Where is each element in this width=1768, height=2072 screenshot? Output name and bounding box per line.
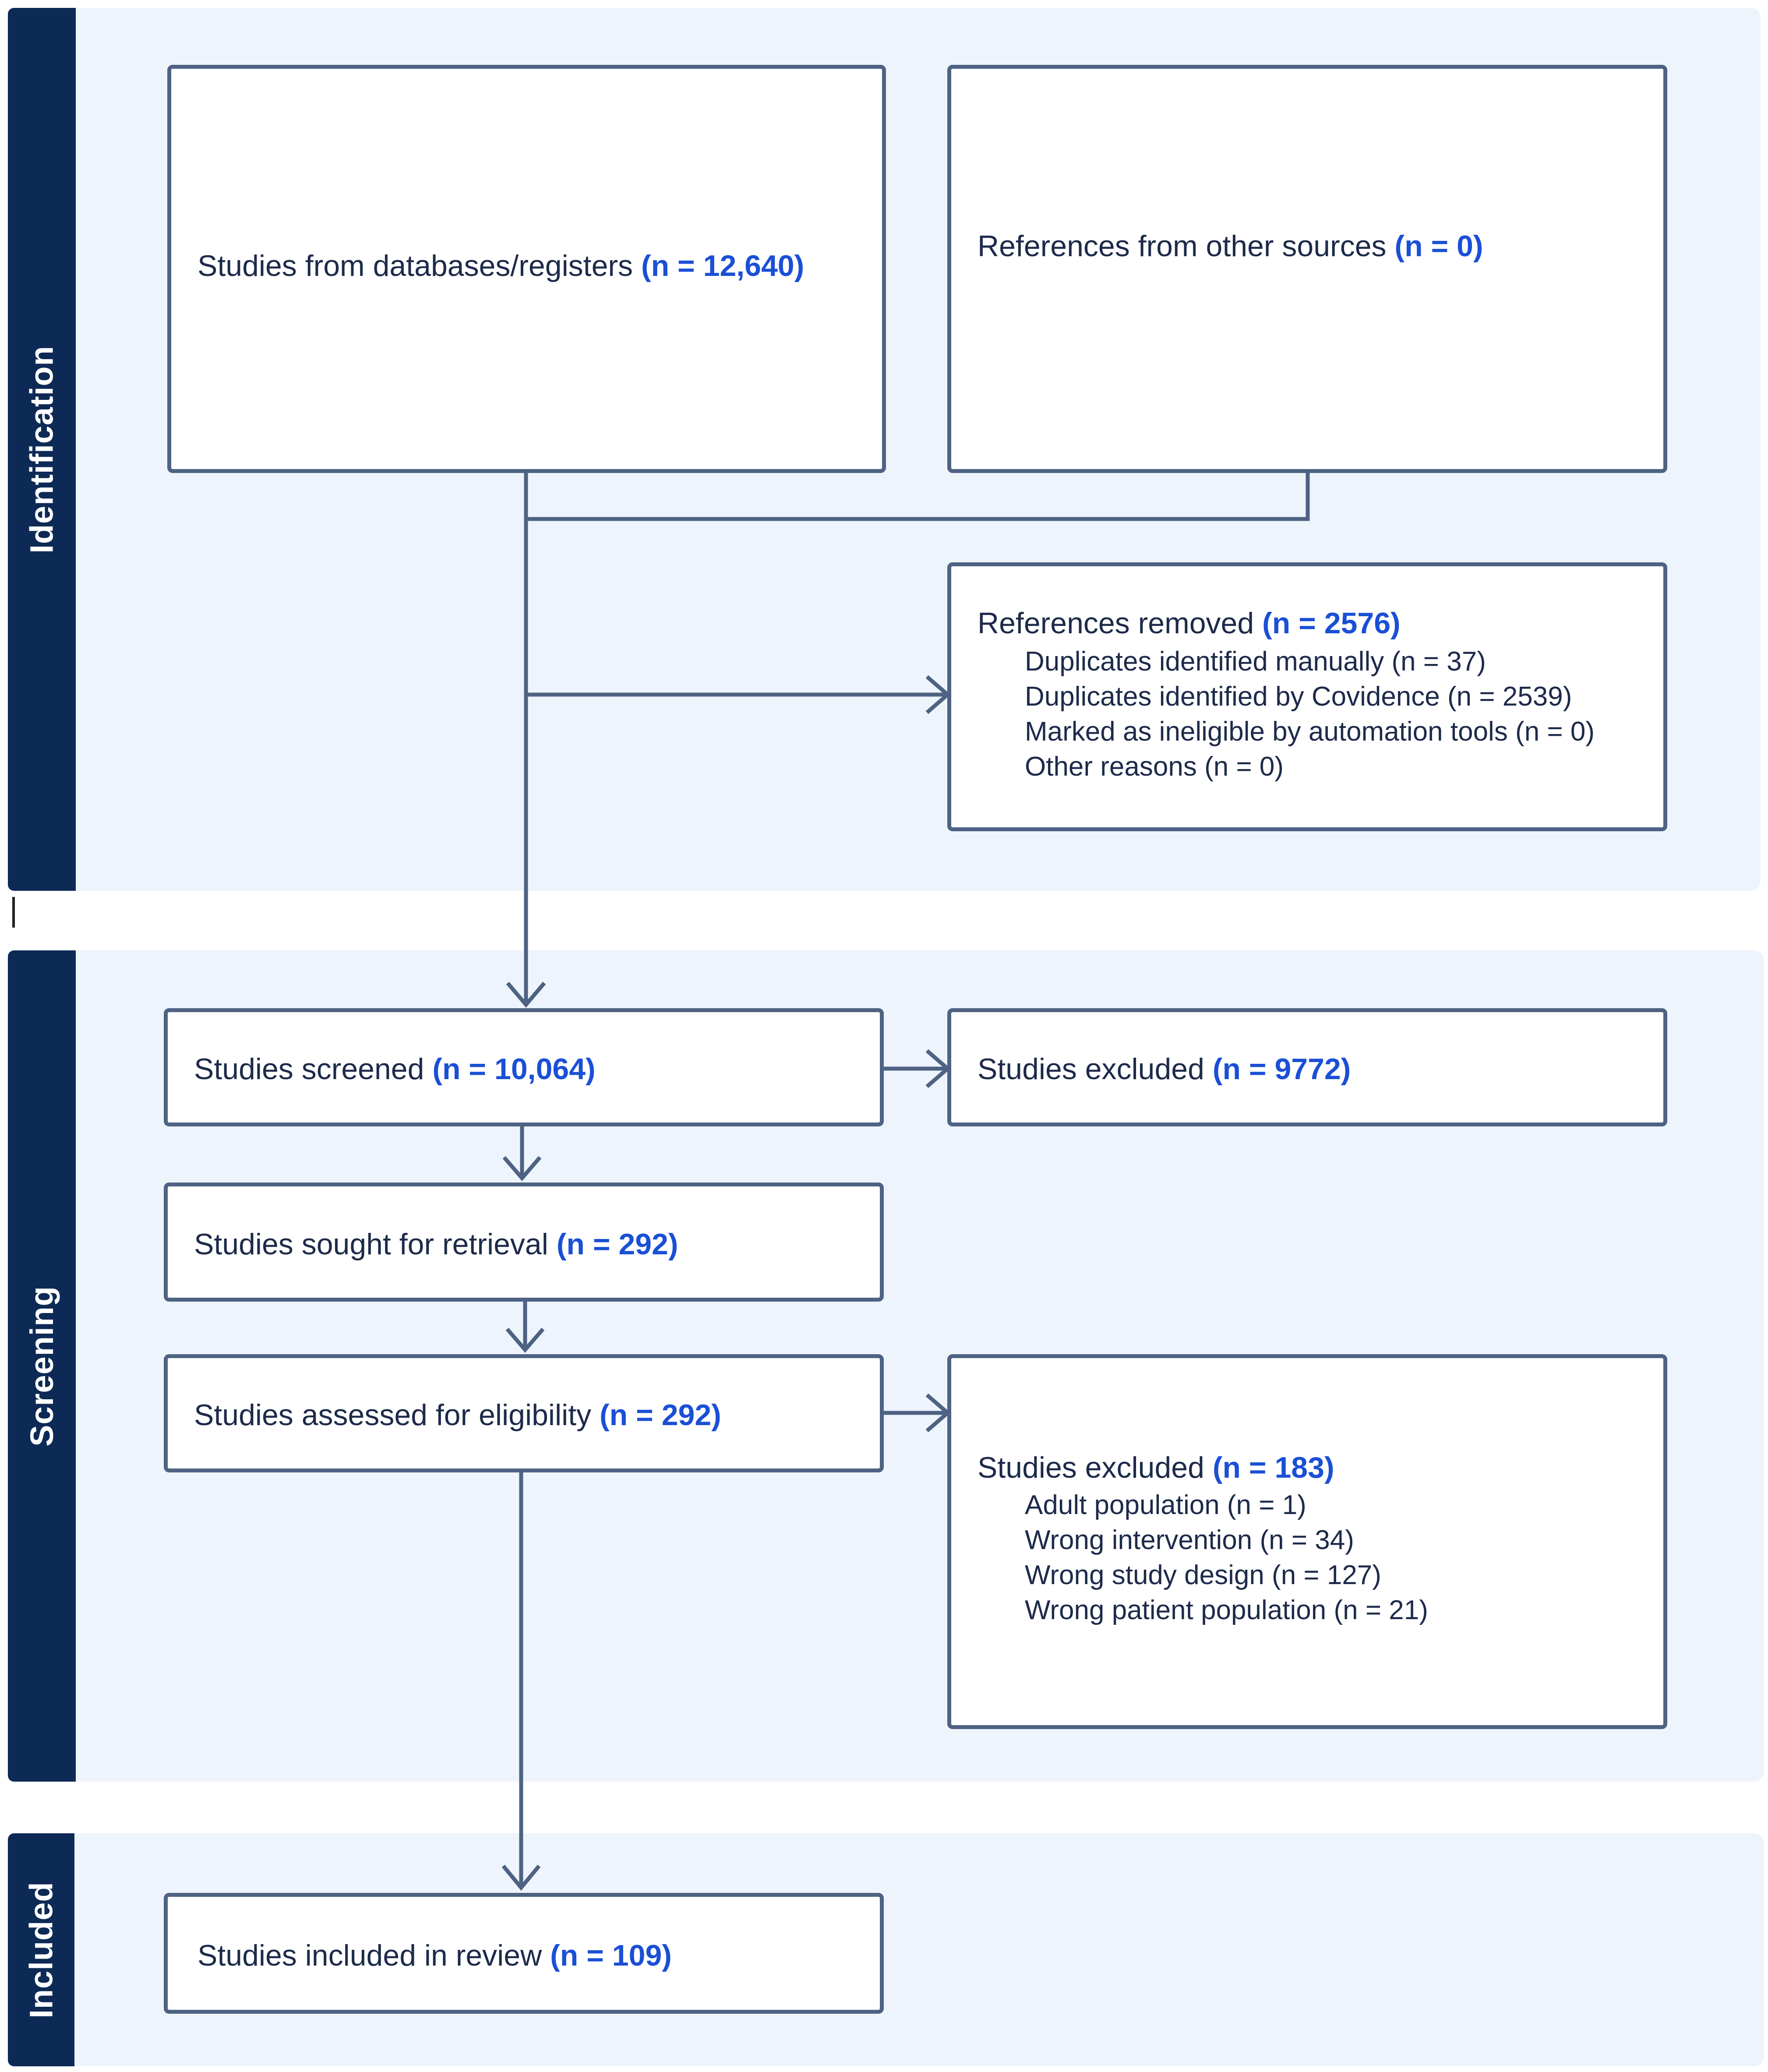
other-sources-count: (n = 0)	[1394, 229, 1483, 263]
sought-count: (n = 292)	[556, 1228, 678, 1261]
removed-count: (n = 2576)	[1262, 607, 1401, 640]
box-screened: Studies screened (n = 10,064)	[164, 1008, 884, 1126]
excluded-screen-count: (n = 9772)	[1212, 1052, 1351, 1086]
excluded-screen-text: Studies excluded	[978, 1052, 1204, 1086]
removed-text: References removed	[978, 607, 1254, 640]
arrowhead-assessed	[505, 1327, 545, 1353]
databases-count: (n = 12,640)	[641, 249, 805, 282]
excluded-full-count: (n = 183)	[1212, 1451, 1334, 1484]
box-assessed-eligibility: Studies assessed for eligibility (n = 29…	[164, 1354, 884, 1472]
excluded-full-text: Studies excluded	[978, 1451, 1204, 1484]
removed-item: Duplicates identified manually (n = 37)	[1025, 646, 1486, 677]
removed-item: Marked as ineligible by automation tools…	[1025, 716, 1595, 747]
screened-count: (n = 10,064)	[432, 1052, 596, 1086]
screened-text: Studies screened	[194, 1052, 424, 1086]
included-text: Studies included in review	[198, 1939, 542, 1972]
box-databases: Studies from databases/registers (n = 12…	[167, 65, 886, 473]
included-count: (n = 109)	[550, 1939, 672, 1972]
assessed-count: (n = 292)	[600, 1398, 721, 1432]
identification-tab: Identification	[8, 8, 76, 891]
sought-text: Studies sought for retrieval	[194, 1228, 548, 1261]
stray-text-cursor	[12, 897, 15, 928]
excluded-reason: Wrong patient population (n = 21)	[1025, 1595, 1428, 1625]
box-excluded-screening: Studies excluded (n = 9772)	[947, 1008, 1667, 1126]
removed-item: Duplicates identified by Covidence (n = …	[1025, 681, 1572, 712]
box-sought-retrieval: Studies sought for retrieval (n = 292)	[164, 1182, 884, 1302]
box-excluded-full-text: Studies excluded (n = 183) Adult populat…	[947, 1354, 1667, 1729]
arrowhead-sought	[502, 1156, 542, 1181]
removed-item: Other reasons (n = 0)	[1025, 751, 1284, 782]
excluded-reason: Adult population (n = 1)	[1025, 1490, 1306, 1520]
arrowhead-screened	[506, 981, 546, 1008]
excluded-reason: Wrong study design (n = 127)	[1025, 1560, 1381, 1590]
databases-text: Studies from databases/registers	[198, 249, 633, 282]
box-other-sources: References from other sources (n = 0)	[947, 65, 1667, 473]
excluded-reason: Wrong intervention (n = 34)	[1025, 1525, 1354, 1555]
merge-line	[524, 471, 1310, 521]
screening-tab: Screening	[8, 950, 76, 1782]
assessed-text: Studies assessed for eligibility	[194, 1398, 592, 1432]
arrowhead-included	[501, 1864, 541, 1891]
box-references-removed: References removed (n = 2576) Duplicates…	[947, 562, 1667, 831]
other-sources-text: References from other sources	[978, 229, 1387, 263]
box-included-review: Studies included in review (n = 109)	[164, 1893, 884, 2014]
included-tab: Included	[8, 1833, 74, 2066]
